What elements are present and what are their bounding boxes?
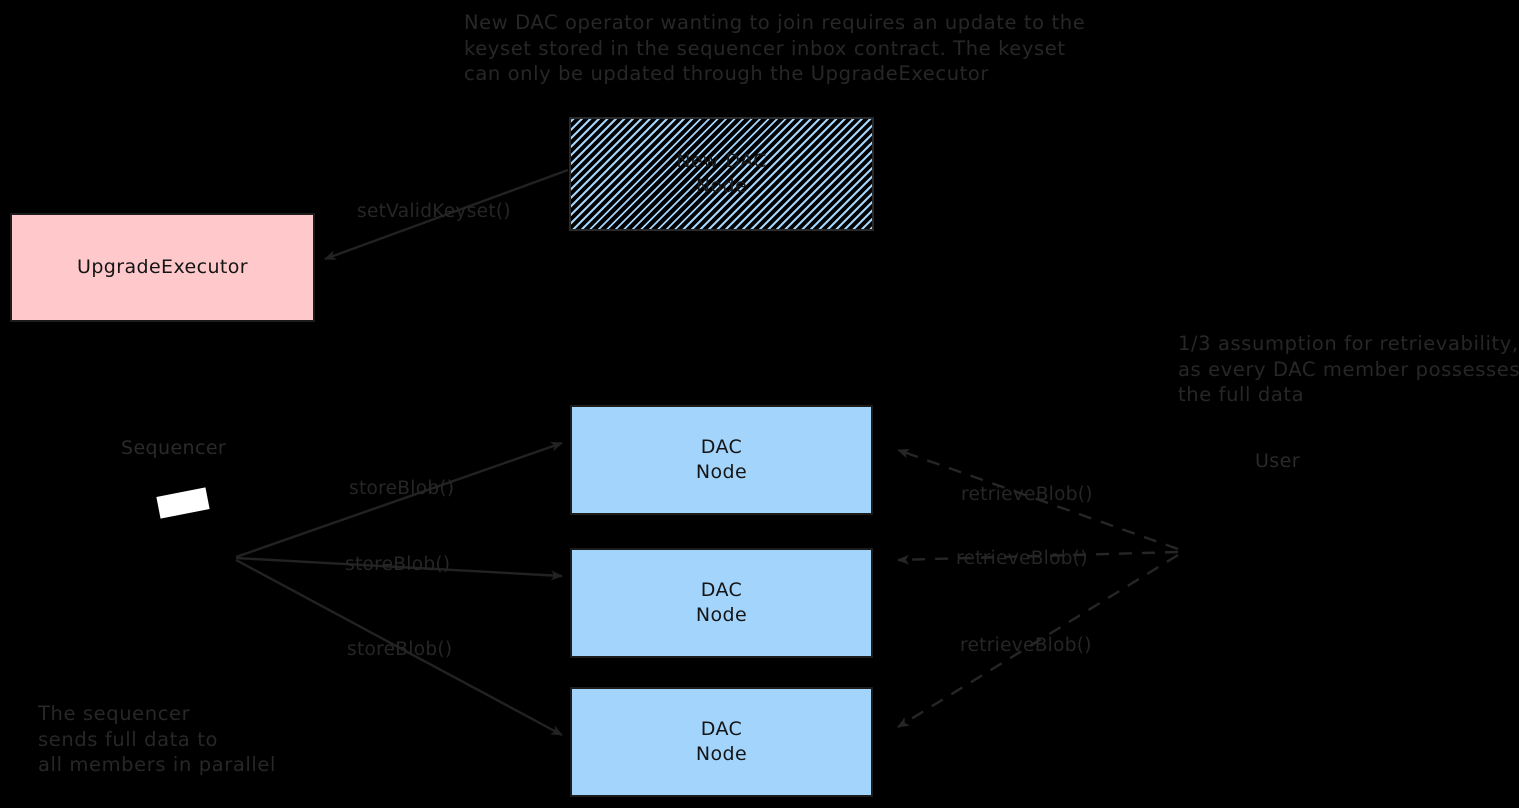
- node-new-dac-node[interactable]: New DAC Node: [569, 117, 874, 231]
- edge-label-retrieve-blob-3: retrieveBlob(): [960, 635, 1092, 656]
- node-dac-node-2-label: DAC Node: [695, 578, 748, 627]
- node-dac-node-3[interactable]: DAC Node: [570, 687, 873, 797]
- node-dac-node-2[interactable]: DAC Node: [570, 548, 873, 658]
- edge-label-retrieve-blob-1: retrieveBlob(): [961, 484, 1093, 505]
- actor-sequencer-label: Sequencer: [121, 437, 227, 459]
- note-retrievability-assumption: 1/3 assumption for retrievability, as ev…: [1178, 332, 1519, 407]
- edge-label-retrieve-blob-2: retrieveBlob(): [956, 548, 1088, 569]
- node-new-dac-node-label: New DAC Node: [676, 149, 767, 198]
- edge-label-set-valid-keyset: setValidKeyset(): [357, 201, 511, 222]
- note-parallel-send: The sequencer sends full data to all mem…: [38, 702, 277, 777]
- node-upgrade-executor[interactable]: UpgradeExecutor: [10, 213, 315, 322]
- edge-label-store-blob-1: storeBlob(): [349, 478, 455, 499]
- note-keyset-update: New DAC operator wanting to join require…: [464, 11, 1086, 86]
- edge-label-store-blob-2: storeBlob(): [345, 554, 451, 575]
- edge-label-store-blob-3: storeBlob(): [347, 639, 453, 660]
- actor-user-label: User: [1255, 450, 1300, 472]
- edge-store-blob-1: [235, 441, 563, 559]
- node-dac-node-3-label: DAC Node: [695, 717, 748, 766]
- node-upgrade-executor-label: UpgradeExecutor: [77, 255, 248, 278]
- sequencer-icon: [156, 487, 210, 519]
- node-dac-node-1-label: DAC Node: [695, 435, 748, 484]
- node-dac-node-1[interactable]: DAC Node: [570, 405, 873, 515]
